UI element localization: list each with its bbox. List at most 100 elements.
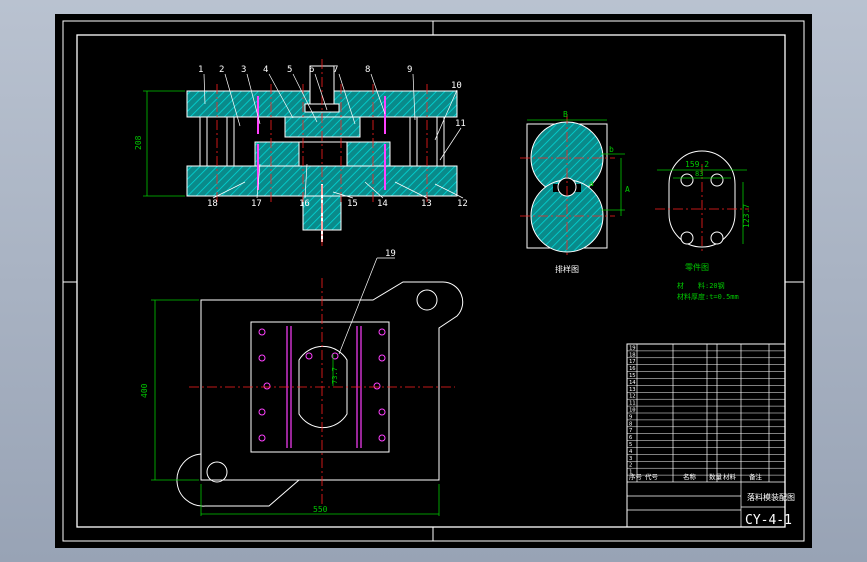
balloon-1: 1 xyxy=(198,65,203,75)
leader-line xyxy=(434,89,458,141)
strip-dim-B: B xyxy=(563,110,568,119)
balloon-19: 19 xyxy=(385,249,396,259)
bom-header-cell: 数量 xyxy=(709,472,723,481)
bom-row-number: 12 xyxy=(629,394,636,400)
bom-row-number: 5 xyxy=(629,442,632,448)
leader-line xyxy=(212,181,246,199)
balloon-11: 11 xyxy=(455,119,466,129)
leader-line xyxy=(338,257,378,355)
part-dim-83: 83 xyxy=(695,170,703,178)
screw-hole xyxy=(263,382,271,390)
strip-layout xyxy=(520,114,625,258)
leader-line xyxy=(203,73,206,105)
part-dim-123: 123.7 xyxy=(742,204,751,228)
strip-dim-b: b xyxy=(609,145,614,154)
punch-plate xyxy=(284,116,361,138)
balloon-9: 9 xyxy=(407,65,412,75)
balloon-3: 3 xyxy=(241,65,246,75)
bom-row-number: 1 xyxy=(629,470,632,476)
bom-row-number: 17 xyxy=(629,359,636,365)
screw-hole xyxy=(305,352,313,360)
leader-line xyxy=(314,73,328,111)
strip-dim-a: a xyxy=(589,179,594,188)
strip-dim-A: A xyxy=(625,185,630,194)
balloon-18: 18 xyxy=(207,199,218,209)
bom-row-number: 9 xyxy=(629,414,632,420)
strip-layout-caption: 排样图 xyxy=(555,264,579,274)
bom-row-number: 19 xyxy=(629,345,636,351)
screw-hole xyxy=(258,434,266,442)
leader-line xyxy=(246,73,261,125)
bom-header-cell: 序号 xyxy=(629,472,643,481)
leader-line xyxy=(224,73,241,127)
thickness-note: 材料厚度:t=0.5mm xyxy=(677,292,739,301)
leader-line xyxy=(364,181,384,199)
bom-row-number: 6 xyxy=(629,435,632,441)
screw-hole xyxy=(373,382,381,390)
die-cavity xyxy=(298,141,348,167)
plan-dim-73: 73.7 xyxy=(331,367,339,384)
leader-line xyxy=(434,183,464,199)
plan-screw-holes xyxy=(258,328,386,442)
bom-row-number: 10 xyxy=(629,408,636,414)
leader-line xyxy=(412,73,416,121)
leader-line xyxy=(394,181,428,199)
screw-hole xyxy=(378,354,386,362)
bom-row-number: 3 xyxy=(629,456,632,462)
balloon-5: 5 xyxy=(287,65,292,75)
balloon-7: 7 xyxy=(333,65,338,75)
leader-line xyxy=(268,73,294,119)
section-centerlines xyxy=(216,59,428,246)
bom-row-number: 8 xyxy=(629,421,632,427)
leader-line xyxy=(304,163,308,199)
leader-line xyxy=(292,73,318,123)
balloon-15: 15 xyxy=(347,199,358,209)
bom-row-number: 15 xyxy=(629,373,636,379)
screw-hole xyxy=(378,434,386,442)
leader-line xyxy=(370,73,386,115)
screw-hole xyxy=(378,408,386,416)
balloon-12: 12 xyxy=(457,199,468,209)
bom-row-number: 11 xyxy=(629,401,636,407)
part-drawing-caption: 零件图 xyxy=(685,262,709,272)
balloon-13: 13 xyxy=(421,199,432,209)
drawing-number: CY-4-1 xyxy=(745,513,792,528)
bom-header-cell: 名称 xyxy=(683,472,697,481)
balloon-2: 2 xyxy=(219,65,224,75)
screw-hole xyxy=(258,408,266,416)
balloon-16: 16 xyxy=(299,199,310,209)
plan-view xyxy=(151,278,464,516)
part-dim-159: 159.2 xyxy=(685,160,709,169)
balloon-8: 8 xyxy=(365,65,370,75)
balloon-17: 17 xyxy=(251,199,262,209)
plan-dim-550: 550 xyxy=(313,505,328,514)
screw-hole xyxy=(331,352,339,360)
bom-header-cell: 材料 xyxy=(723,472,737,481)
bom-header-cell: 代号 xyxy=(645,472,659,481)
screw-hole xyxy=(378,328,386,336)
balloon-14: 14 xyxy=(377,199,388,209)
section-view: 208 xyxy=(134,59,458,246)
screw-hole xyxy=(258,354,266,362)
balloon-callouts-bottom: 12 13 14 15 16 17 18 19 xyxy=(207,163,468,355)
drawing-name: 落料模装配图 xyxy=(747,492,795,502)
part-drawing xyxy=(655,150,749,252)
dim-height xyxy=(143,90,185,197)
leader-line xyxy=(256,163,261,199)
balloon-10: 10 xyxy=(451,81,462,91)
leader-line xyxy=(332,191,354,199)
material-note: 材 料:20钢 xyxy=(677,281,725,290)
bom-row-number: 13 xyxy=(629,387,636,393)
bom-header-cell: 备注 xyxy=(749,472,763,481)
leader-line xyxy=(338,73,356,125)
screw-hole xyxy=(258,328,266,336)
dim-height-text: 208 xyxy=(134,135,143,150)
bom-row-number: 16 xyxy=(629,366,636,372)
drawing-frame xyxy=(76,34,786,528)
plan-dim-400: 400 xyxy=(140,383,149,398)
bom-row-number: 4 xyxy=(629,449,633,455)
bom-row-number: 7 xyxy=(629,428,632,434)
